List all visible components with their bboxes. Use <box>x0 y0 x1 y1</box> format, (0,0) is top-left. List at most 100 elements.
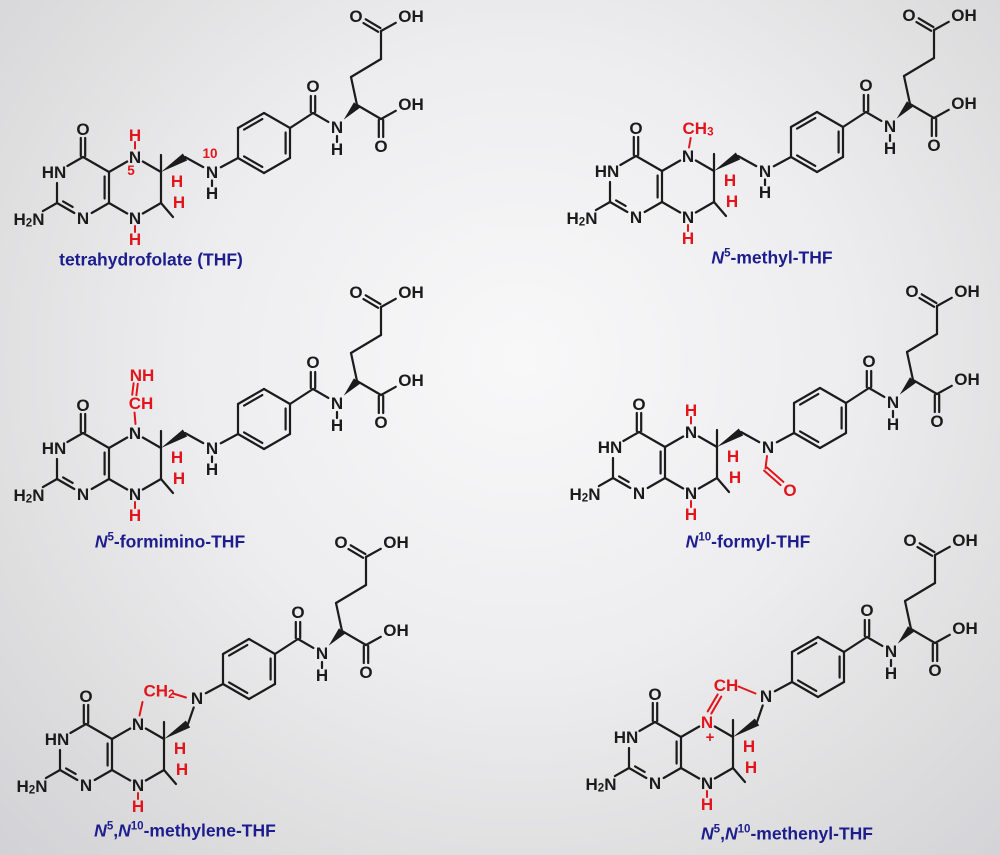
svg-text:HN: HN <box>614 728 639 747</box>
svg-text:H: H <box>743 737 755 756</box>
svg-text:H2N: H2N <box>586 775 617 795</box>
svg-text:N: N <box>701 774 713 793</box>
svg-text:H: H <box>701 795 713 814</box>
svg-text:O: O <box>783 481 796 500</box>
svg-text:H: H <box>887 415 899 434</box>
svg-text:N: N <box>132 715 144 734</box>
svg-text:O: O <box>306 353 319 372</box>
svg-text:NH: NH <box>130 366 155 385</box>
svg-text:N: N <box>760 687 772 706</box>
svg-text:OH: OH <box>398 95 424 114</box>
svg-text:HN: HN <box>595 162 620 181</box>
svg-text:O: O <box>629 119 642 138</box>
svg-text:N: N <box>129 485 141 504</box>
svg-text:OH: OH <box>954 370 980 389</box>
molecule-name-n5-methyl-thf: N5-methyl-THF <box>711 247 833 268</box>
svg-text:H: H <box>316 666 328 685</box>
molecule-name-n5-formimino-thf: N5-formimino-THF <box>94 531 246 552</box>
svg-text:5: 5 <box>127 163 135 178</box>
svg-text:O: O <box>903 531 916 550</box>
svg-text:O: O <box>862 352 875 371</box>
svg-text:CH: CH <box>129 394 154 413</box>
svg-text:N: N <box>206 439 218 458</box>
svg-text:OH: OH <box>951 6 977 25</box>
svg-text:CH3: CH3 <box>683 119 714 139</box>
svg-text:O: O <box>349 7 362 26</box>
svg-text:OH: OH <box>383 533 409 552</box>
svg-text:H: H <box>171 448 183 467</box>
svg-text:H: H <box>176 760 188 779</box>
svg-text:+: + <box>706 729 715 746</box>
svg-text:O: O <box>928 661 941 680</box>
svg-text:H: H <box>884 139 896 158</box>
svg-text:H: H <box>331 140 343 159</box>
svg-text:N: N <box>331 394 343 413</box>
svg-text:H: H <box>171 172 183 191</box>
svg-text:H: H <box>724 171 736 190</box>
svg-text:N: N <box>887 393 899 412</box>
svg-text:H: H <box>206 184 218 203</box>
svg-text:O: O <box>374 413 387 432</box>
svg-text:O: O <box>648 685 661 704</box>
svg-text:OH: OH <box>398 371 424 390</box>
svg-text:N: N <box>77 209 89 228</box>
svg-text:HN: HN <box>598 438 623 457</box>
svg-text:H: H <box>173 193 185 212</box>
svg-text:O: O <box>374 137 387 156</box>
svg-text:N: N <box>633 484 645 503</box>
svg-text:N: N <box>316 644 328 663</box>
svg-text:O: O <box>859 76 872 95</box>
svg-text:N: N <box>77 485 89 504</box>
svg-text:O: O <box>349 283 362 302</box>
svg-text:N: N <box>129 148 141 167</box>
svg-text:O: O <box>927 136 940 155</box>
svg-text:H: H <box>129 126 141 145</box>
svg-text:N: N <box>80 776 92 795</box>
svg-text:H2N: H2N <box>14 486 45 506</box>
svg-text:N: N <box>762 438 774 457</box>
svg-text:N: N <box>630 208 642 227</box>
svg-text:N: N <box>331 118 343 137</box>
molecule-name-n5-n10-methylene-thf: N5,N10-methylene-THF <box>94 820 276 841</box>
svg-text:N: N <box>129 424 141 443</box>
svg-text:O: O <box>306 77 319 96</box>
svg-text:H: H <box>726 192 738 211</box>
svg-text:N: N <box>759 162 771 181</box>
svg-text:OH: OH <box>951 94 977 113</box>
svg-text:H2N: H2N <box>17 777 48 797</box>
svg-text:H: H <box>129 230 141 249</box>
svg-text:H: H <box>129 506 141 525</box>
svg-text:H: H <box>331 416 343 435</box>
svg-text:H: H <box>173 469 185 488</box>
svg-text:N: N <box>682 208 694 227</box>
svg-text:N: N <box>649 774 661 793</box>
svg-text:O: O <box>930 412 943 431</box>
svg-text:OH: OH <box>952 531 978 550</box>
molecule-name-n10-formyl-thf: N10-formyl-THF <box>685 531 811 552</box>
svg-text:O: O <box>632 395 645 414</box>
svg-text:H: H <box>132 797 144 816</box>
svg-text:H: H <box>174 739 186 758</box>
svg-text:N: N <box>701 713 713 732</box>
svg-text:H: H <box>685 505 697 524</box>
molecule-name-n5-n10-methenyl-thf: N5,N10-methenyl-THF <box>701 823 873 844</box>
svg-text:HN: HN <box>45 730 70 749</box>
svg-text:O: O <box>905 282 918 301</box>
svg-text:10: 10 <box>202 146 217 161</box>
svg-text:N: N <box>685 484 697 503</box>
svg-text:N: N <box>206 163 218 182</box>
svg-text:H2N: H2N <box>567 209 598 229</box>
svg-text:O: O <box>334 533 347 552</box>
svg-text:N: N <box>191 689 203 708</box>
svg-text:N: N <box>685 423 697 442</box>
svg-text:O: O <box>291 603 304 622</box>
svg-text:H: H <box>685 401 697 420</box>
svg-text:HN: HN <box>42 163 67 182</box>
svg-text:N: N <box>132 776 144 795</box>
svg-text:OH: OH <box>398 7 424 26</box>
svg-text:H2N: H2N <box>570 485 601 505</box>
